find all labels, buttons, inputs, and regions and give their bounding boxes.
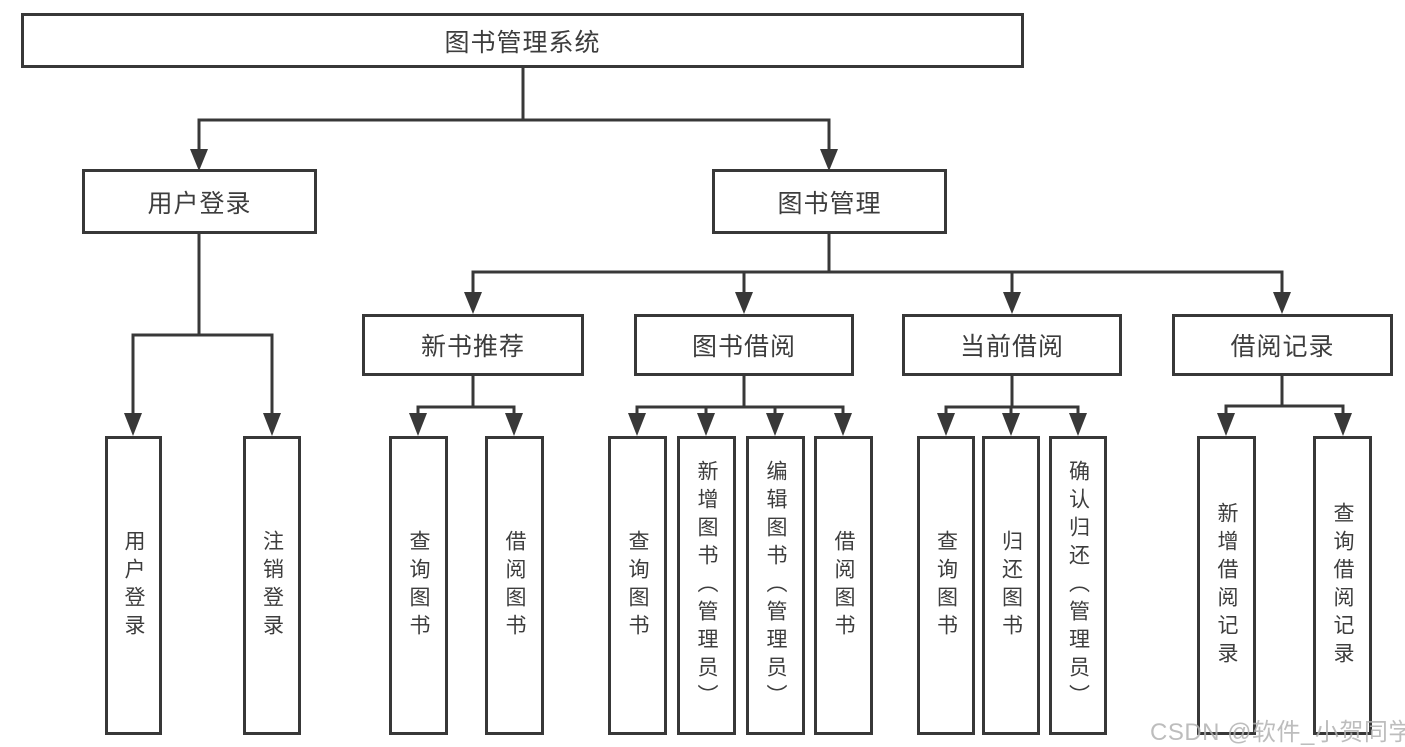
leaf-records-add-borrow-record: 新增借阅记录 — [1197, 436, 1256, 735]
arrowheads-book-mgmt — [464, 292, 1291, 314]
leaf-label: 借阅图书 — [503, 529, 526, 642]
arrowheads-new-book — [409, 413, 523, 436]
leaf-label: 借阅图书 — [832, 529, 855, 642]
arrowheads-records — [1217, 413, 1352, 436]
leaf-newbook-query-books: 查询图书 — [389, 436, 448, 735]
connector-records-children — [1224, 376, 1345, 415]
connector-new-book-children — [416, 376, 516, 415]
leaf-borrowing-query-books: 查询图书 — [608, 436, 667, 735]
connector-current-borrow-children — [944, 376, 1080, 415]
connector-book-mgmt-children — [471, 234, 1284, 294]
leaf-user-login: 用户登录 — [105, 436, 162, 735]
node-library-management-system: 图书管理系统 — [21, 13, 1024, 68]
leaf-records-query-borrow-record: 查询借阅记录 — [1313, 436, 1372, 735]
leaf-newbook-borrow-books: 借阅图书 — [485, 436, 544, 735]
connector-user-login-children — [131, 234, 274, 415]
leaf-logout: 注销登录 — [243, 436, 301, 735]
leaf-borrowing-borrow-books: 借阅图书 — [814, 436, 873, 735]
node-label: 图书管理系统 — [444, 28, 601, 57]
node-label: 当前借阅 — [959, 333, 1064, 361]
node-label: 新书推荐 — [420, 333, 525, 361]
leaf-borrowing-edit-books-admin: 编辑图书（管理员） — [746, 436, 805, 735]
leaf-current-confirm-return-admin: 确认归还（管理员） — [1049, 436, 1107, 735]
node-label: 图书管理 — [777, 189, 882, 218]
node-current-borrowing: 当前借阅 — [902, 314, 1122, 376]
node-label: 图书借阅 — [691, 333, 796, 361]
leaf-label: 查询图书 — [626, 529, 649, 642]
leaf-current-return-books: 归还图书 — [982, 436, 1040, 735]
node-new-book-recommendation: 新书推荐 — [362, 314, 584, 376]
leaf-label: 注销登录 — [260, 529, 284, 642]
arrowheads-user-login — [124, 413, 281, 436]
leaf-borrowing-add-books-admin: 新增图书（管理员） — [677, 436, 736, 735]
leaf-label: 查询图书 — [407, 529, 430, 642]
arrowheads-level1 — [190, 149, 838, 171]
node-label: 借阅记录 — [1230, 333, 1335, 361]
connector-book-borrow-children — [635, 376, 845, 415]
node-user-login: 用户登录 — [82, 169, 317, 234]
node-book-management: 图书管理 — [712, 169, 947, 234]
node-borrow-records: 借阅记录 — [1172, 314, 1393, 376]
leaf-label: 确认归还（管理员） — [1066, 459, 1090, 712]
csdn-watermark: CSDN @软件_小贺同学 — [1150, 719, 1405, 746]
connector-root-to-level1 — [197, 68, 831, 151]
node-book-borrowing: 图书借阅 — [634, 314, 854, 376]
leaf-label: 查询借阅记录 — [1331, 501, 1354, 670]
leaf-label: 归还图书 — [999, 529, 1023, 642]
leaf-label: 新增借阅记录 — [1215, 501, 1238, 670]
leaf-label: 用户登录 — [122, 529, 145, 642]
arrowheads-book-borrow — [628, 413, 852, 436]
leaf-label: 编辑图书（管理员） — [764, 459, 787, 712]
leaf-label: 新增图书（管理员） — [695, 459, 718, 712]
leaf-current-query-books: 查询图书 — [917, 436, 975, 735]
arrowheads-current-borrow — [937, 413, 1087, 436]
leaf-label: 查询图书 — [934, 529, 958, 642]
node-label: 用户登录 — [147, 189, 252, 218]
